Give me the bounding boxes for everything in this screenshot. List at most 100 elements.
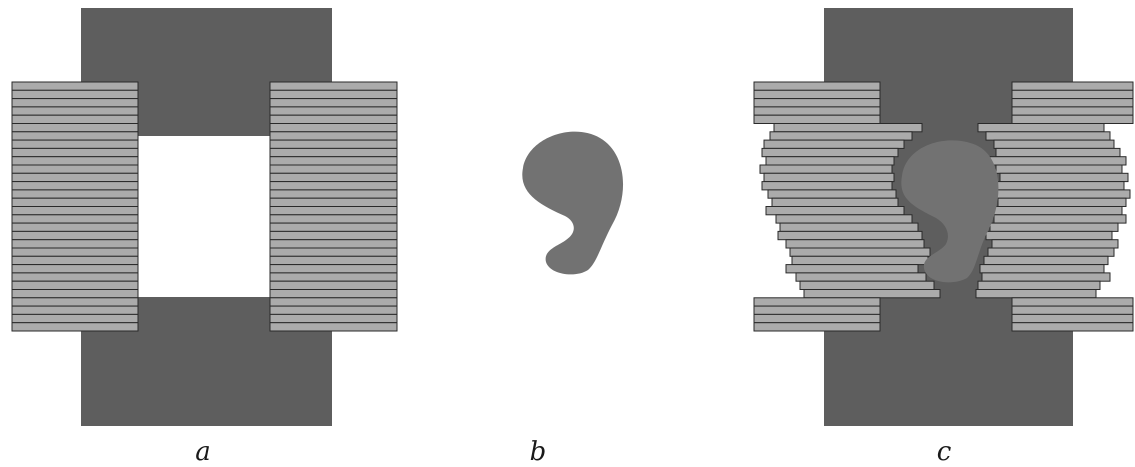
lamination-plate (11, 89, 139, 100)
panel-b-object (522, 131, 624, 275)
panel-c-object (901, 140, 999, 283)
lamination-plate (753, 313, 881, 324)
lamination-plate (763, 172, 895, 183)
lamination-plate (803, 289, 941, 299)
lamination-plate (269, 98, 398, 108)
panel-a-left-plate-stack (11, 81, 139, 332)
panel-b: b (522, 131, 624, 467)
lamination-plate (753, 114, 881, 124)
lamination-plate (269, 123, 398, 133)
lamination-plate (11, 214, 139, 224)
lamination-plate (11, 280, 139, 291)
lamination-plate (799, 280, 935, 291)
lamination-plate (773, 123, 923, 133)
lamination-plate (11, 181, 139, 191)
lamination-plate (269, 156, 398, 166)
lamination-plate (269, 164, 398, 174)
lamination-plate (269, 322, 398, 332)
lamination-plate (269, 214, 398, 224)
lamination-plate (11, 230, 139, 241)
lamination-plate (765, 206, 905, 216)
lamination-plate (1011, 322, 1134, 332)
lamination-plate (269, 297, 398, 307)
lamination-plate (993, 139, 1115, 149)
lamination-plate (269, 230, 398, 241)
lamination-plate (269, 189, 398, 199)
lamination-plate (11, 106, 139, 116)
lamination-plate (753, 305, 881, 315)
lamination-plate (785, 264, 919, 274)
lamination-plate (995, 181, 1125, 191)
panel-c: c (753, 8, 1134, 467)
lamination-plate (11, 255, 139, 266)
lamination-plate (769, 131, 913, 141)
lamination-plate (993, 189, 1131, 199)
lamination-plate (269, 289, 398, 299)
lamination-plate (11, 114, 139, 124)
lamination-plate (977, 280, 1101, 291)
lamination-plate (975, 289, 1097, 299)
lamination-plate (269, 131, 398, 141)
lamination-plate (11, 297, 139, 307)
lamination-plate (789, 247, 931, 257)
lamination-plate (995, 147, 1121, 158)
lamination-plate (1011, 305, 1134, 315)
lamination-plate (983, 255, 1109, 266)
lamination-plate (269, 181, 398, 191)
lamination-plate (979, 264, 1105, 274)
lamination-plate (765, 156, 895, 166)
lamination-plate (269, 206, 398, 216)
panel-a: a (11, 8, 398, 467)
lamination-plate (269, 313, 398, 324)
lamination-plate (269, 239, 398, 249)
lamination-plate (269, 280, 398, 291)
lamination-plate (791, 255, 929, 266)
lamination-plate (11, 189, 139, 199)
lamination-plate (1011, 114, 1134, 124)
lamination-plate (11, 156, 139, 166)
lamination-plate (11, 164, 139, 174)
lamination-plate (11, 322, 139, 332)
lamination-plate (11, 81, 139, 91)
lamination-plate (761, 147, 899, 158)
panel-c-caption: c (937, 437, 952, 467)
panel-a-core (81, 8, 332, 426)
lamination-plate (11, 147, 139, 158)
lamination-plate (753, 81, 881, 91)
lamination-plate (779, 222, 919, 232)
panel-b-caption: b (530, 437, 547, 467)
lamination-plate (11, 206, 139, 216)
lamination-plate (11, 313, 139, 324)
lamination-plate (1011, 81, 1134, 91)
lamination-plate (997, 197, 1127, 207)
lamination-plate (11, 289, 139, 299)
lamination-plate (771, 197, 899, 207)
lamination-plate (1011, 89, 1134, 100)
lamination-plate (11, 264, 139, 274)
lamination-plate (753, 89, 881, 100)
lamination-plate (753, 98, 881, 108)
lamination-plate (11, 197, 139, 207)
lamination-plate (11, 305, 139, 315)
panel-a-caption: a (195, 437, 211, 467)
lamination-plate (11, 139, 139, 149)
lamination-plate (775, 214, 913, 224)
lamination-plate (1011, 98, 1134, 108)
lamination-plate (981, 272, 1111, 282)
lamination-plate (759, 164, 893, 174)
lamination-plate (995, 164, 1123, 174)
lamination-plate (993, 214, 1127, 224)
lamination-plate (991, 206, 1123, 216)
lamination-plate (989, 156, 1127, 166)
lamination-plate (1011, 313, 1134, 324)
panel-c-right-plate-stack (975, 81, 1134, 332)
lamination-plate (269, 147, 398, 158)
lamination-plate (991, 239, 1119, 249)
lamination-plate (999, 172, 1129, 183)
lamination-plate (761, 181, 893, 191)
lamination-plate (989, 222, 1119, 232)
lamination-plate (269, 222, 398, 232)
lamination-plate (269, 89, 398, 100)
lamination-plate (269, 81, 398, 91)
